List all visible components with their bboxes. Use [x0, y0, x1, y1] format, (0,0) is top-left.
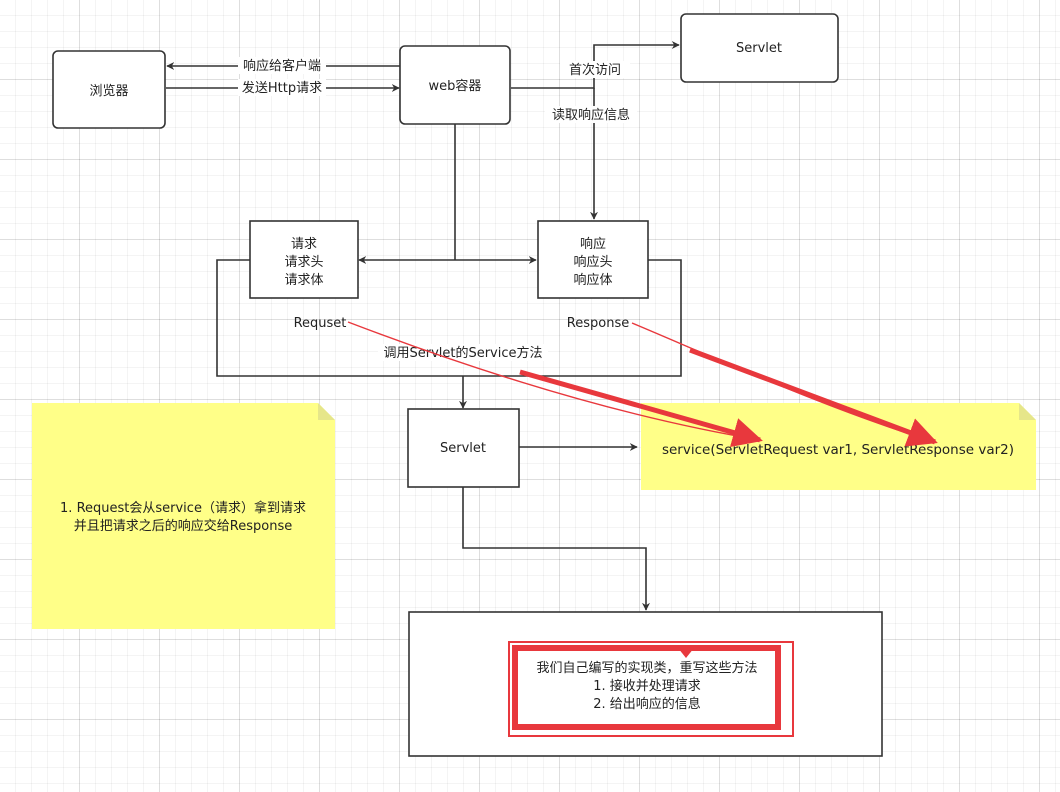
impl-notch — [678, 648, 694, 658]
red-arrow-request — [347, 321, 761, 441]
label-read-response: 读取响应信息 — [552, 107, 630, 123]
label-first-visit: 首次访问 — [569, 62, 621, 78]
note-line-2: 并且把请求之后的响应交给Response — [74, 518, 292, 534]
impl-line-3: 2. 给出响应的信息 — [593, 696, 701, 712]
sticky-note-left: 1. Request会从service（请求）拿到请求 并且把请求之后的响应交给… — [32, 403, 335, 629]
label-requset: Requset — [294, 316, 347, 331]
response-line-1: 响应 — [580, 236, 606, 252]
web-container-node: web容器 — [399, 45, 511, 125]
label-send-http-request: 发送Http请求 — [242, 80, 322, 96]
servlet-mid-label: Servlet — [440, 441, 486, 456]
request-line-3: 请求体 — [284, 273, 323, 288]
service-signature: service(ServletRequest var1, ServletResp… — [662, 442, 1014, 458]
loop-connector — [216, 259, 682, 377]
impl-highlight-inner — [512, 645, 781, 730]
impl-line-1: 我们自己编写的实现类，重写这些方法 — [536, 660, 757, 676]
impl-line-2: 1. 接收并处理请求 — [593, 678, 701, 694]
label-call-service: 调用Servlet的Service方法 — [383, 345, 542, 361]
request-node: 请求 请求头 请求体 — [249, 220, 359, 299]
label-response-to-client: 响应给客户端 — [243, 58, 321, 74]
label-response: Response — [567, 316, 629, 331]
servlet-mid-node: Servlet — [407, 408, 520, 488]
request-line-1: 请求 — [291, 237, 317, 252]
servlet-top-node: Servlet — [680, 13, 839, 83]
response-line-3: 响应体 — [573, 272, 612, 288]
red-arrow-response-bold — [689, 347, 938, 447]
note-line-1: 1. Request会从service（请求）拿到请求 — [60, 500, 306, 516]
web-container-label: web容器 — [429, 78, 482, 94]
browser-node: 浏览器 — [52, 50, 166, 129]
arrow-servlet-to-impl — [462, 487, 650, 611]
servlet-top-label: Servlet — [736, 41, 782, 56]
impl-highlight-outer — [508, 641, 794, 737]
response-node: 响应 响应头 响应体 — [537, 220, 649, 299]
response-line-2: 响应头 — [573, 254, 612, 270]
request-line-2: 请求头 — [284, 255, 323, 270]
sticky-note-service: service(ServletRequest var1, ServletResp… — [641, 403, 1036, 490]
browser-label: 浏览器 — [89, 83, 128, 99]
impl-class-node: 我们自己编写的实现类，重写这些方法 1. 接收并处理请求 2. 给出响应的信息 — [408, 611, 883, 757]
red-arrow-request-bold — [519, 369, 763, 448]
